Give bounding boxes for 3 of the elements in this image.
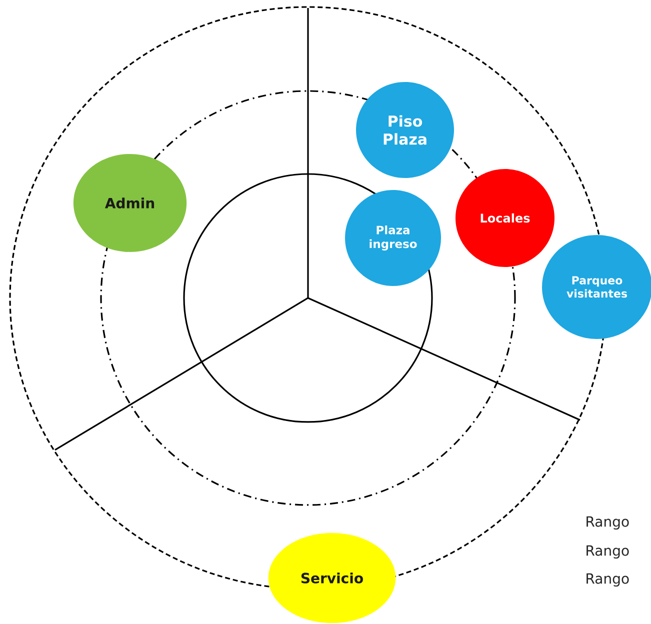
legend-text: Rango [586,573,629,587]
legend-text: Rango [586,516,629,530]
legend-text: Rango [586,545,629,559]
